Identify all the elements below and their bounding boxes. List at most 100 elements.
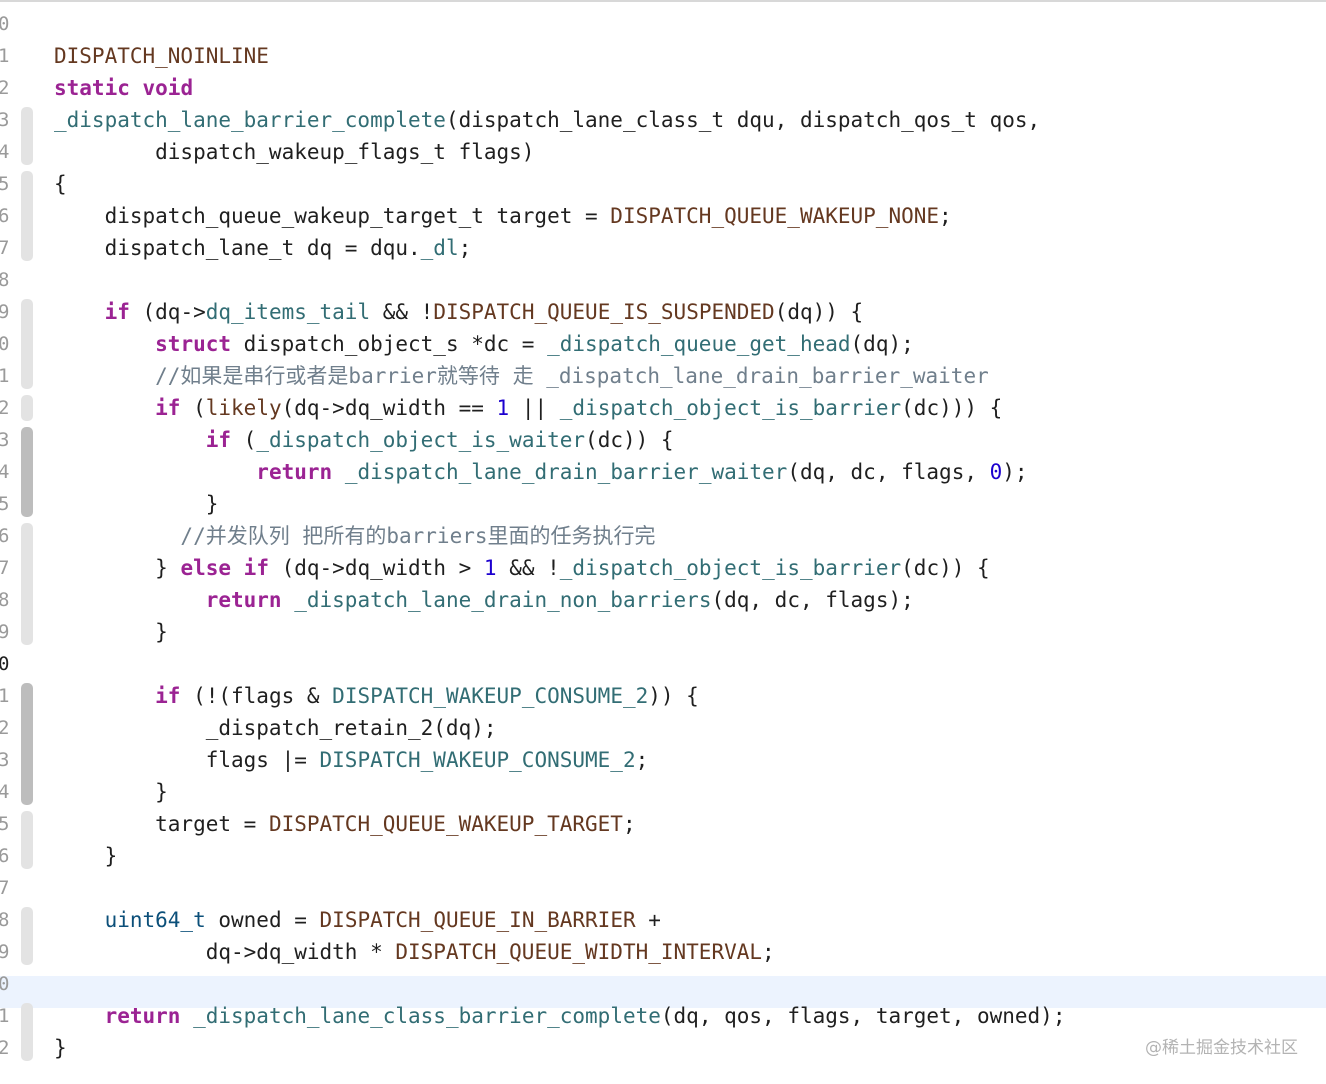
code-token: //如果是串行或者是barrier就等待 走 _dispatch_lane_dr… [54, 364, 989, 388]
line-number[interactable]: 0 [0, 13, 10, 35]
change-bar[interactable] [21, 395, 33, 421]
code-line[interactable] [54, 648, 1326, 680]
code-line[interactable]: dispatch_lane_t dq = dqu._dl; [54, 232, 1326, 264]
line-number[interactable]: 9 [0, 621, 10, 643]
line-number[interactable]: 9 [0, 941, 10, 963]
code-token: return [256, 460, 333, 484]
change-bar[interactable] [21, 1003, 33, 1061]
line-number[interactable]: 5 [0, 813, 10, 835]
line-number-gutter[interactable]: 0 1 2 3 4 5 6 7 8 9 0 1 2 3 4 5 6 7 8 9 0 1 2 3 4 5 6 7 8 9 0 1 2 [0, 0, 40, 1084]
code-line[interactable]: target = DISPATCH_QUEUE_WAKEUP_TARGET; [54, 808, 1326, 840]
line-number[interactable]: 2 [0, 397, 10, 419]
change-bar[interactable] [21, 107, 33, 165]
code-line[interactable]: dq->dq_width * DISPATCH_QUEUE_WIDTH_INTE… [54, 936, 1326, 968]
line-number[interactable]: 7 [0, 877, 10, 899]
code-line[interactable]: if (dq->dq_items_tail && !DISPATCH_QUEUE… [54, 296, 1326, 328]
code-token: _dispatch_lane_barrier_complete [54, 108, 446, 132]
code-line[interactable]: return _dispatch_lane_class_barrier_comp… [54, 1000, 1326, 1032]
line-number[interactable]: 4 [0, 781, 10, 803]
line-number[interactable]: 0 [0, 653, 10, 675]
change-bar[interactable] [21, 683, 33, 805]
line-number[interactable]: 3 [0, 749, 10, 771]
line-number[interactable]: 1 [0, 685, 10, 707]
line-number[interactable]: 7 [0, 237, 10, 259]
change-bar[interactable] [21, 811, 33, 869]
line-number[interactable]: 4 [0, 141, 10, 163]
code-line[interactable]: if (!(flags & DISPATCH_WAKEUP_CONSUME_2)… [54, 680, 1326, 712]
code-token: (!(flags & [180, 684, 333, 708]
code-token: if [155, 396, 181, 420]
code-token: && ! [370, 300, 434, 324]
code-token: (dq); [850, 332, 914, 356]
code-line[interactable]: } [54, 488, 1326, 520]
line-number[interactable]: 6 [0, 845, 10, 867]
change-bar[interactable] [21, 907, 33, 965]
line-number[interactable]: 2 [0, 1037, 10, 1059]
code-token: _dispatch_object_is_barrier [559, 396, 902, 420]
code-token: } [54, 1036, 67, 1060]
code-token: )) { [648, 684, 699, 708]
change-bar[interactable] [21, 299, 33, 389]
code-token: } [54, 844, 118, 868]
line-number[interactable]: 8 [0, 909, 10, 931]
code-line[interactable]: DISPATCH_NOINLINE [54, 40, 1326, 72]
code-line[interactable]: _dispatch_retain_2(dq); [54, 712, 1326, 744]
code-line[interactable] [54, 264, 1326, 296]
code-line[interactable]: } [54, 1032, 1326, 1064]
line-number[interactable]: 1 [0, 1005, 10, 1027]
code-token [130, 76, 143, 100]
code-line[interactable]: if (likely(dq->dq_width == 1 || _dispatc… [54, 392, 1326, 424]
code-line[interactable]: { [54, 168, 1326, 200]
line-number[interactable]: 0 [0, 973, 10, 995]
change-bar[interactable] [21, 523, 33, 645]
line-number[interactable]: 6 [0, 525, 10, 547]
line-number[interactable]: 1 [0, 45, 10, 67]
code-line[interactable]: dispatch_queue_wakeup_target_t target = … [54, 200, 1326, 232]
line-number[interactable]: 2 [0, 717, 10, 739]
line-number[interactable]: 1 [0, 365, 10, 387]
code-token: DISPATCH_WAKEUP_CONSUME_2 [319, 748, 636, 772]
code-line[interactable]: } else if (dq->dq_width > 1 && !_dispatc… [54, 552, 1326, 584]
code-line[interactable]: struct dispatch_object_s *dc = _dispatch… [54, 328, 1326, 360]
code-line[interactable]: dispatch_wakeup_flags_t flags) [54, 136, 1326, 168]
code-line[interactable]: //并发队列 把所有的barriers里面的任务执行完 [54, 520, 1326, 552]
line-number[interactable]: 3 [0, 109, 10, 131]
code-line[interactable]: uint64_t owned = DISPATCH_QUEUE_IN_BARRI… [54, 904, 1326, 936]
code-token: 0 [989, 460, 1003, 484]
line-number[interactable]: 3 [0, 429, 10, 451]
line-number[interactable]: 0 [0, 333, 10, 355]
code-line[interactable]: } [54, 840, 1326, 872]
code-line[interactable]: _dispatch_lane_barrier_complete(dispatch… [54, 104, 1326, 136]
code-line[interactable]: } [54, 616, 1326, 648]
line-number[interactable]: 9 [0, 301, 10, 323]
code-line[interactable]: if (_dispatch_object_is_waiter(dc)) { [54, 424, 1326, 456]
code-token: void [142, 76, 194, 100]
code-line[interactable]: flags |= DISPATCH_WAKEUP_CONSUME_2; [54, 744, 1326, 776]
line-number[interactable]: 5 [0, 173, 10, 195]
line-number[interactable]: 7 [0, 557, 10, 579]
code-line[interactable]: return _dispatch_lane_drain_barrier_wait… [54, 456, 1326, 488]
code-line[interactable] [54, 8, 1326, 40]
code-line[interactable] [54, 968, 1326, 1000]
line-number[interactable]: 4 [0, 461, 10, 483]
code-line[interactable]: return _dispatch_lane_drain_non_barriers… [54, 584, 1326, 616]
line-number[interactable]: 8 [0, 589, 10, 611]
code-line[interactable] [54, 872, 1326, 904]
code-line[interactable]: static void [54, 72, 1326, 104]
code-token: ; [635, 748, 649, 772]
line-number[interactable]: 6 [0, 205, 10, 227]
code-token: _dl [420, 236, 459, 260]
code-line[interactable]: //如果是串行或者是barrier就等待 走 _dispatch_lane_dr… [54, 360, 1326, 392]
code-line[interactable]: } [54, 776, 1326, 808]
editor-top-border [0, 0, 1326, 2]
code-token: ; [622, 812, 636, 836]
line-number[interactable]: 5 [0, 493, 10, 515]
change-bar[interactable] [21, 427, 33, 517]
line-number[interactable]: 8 [0, 269, 10, 291]
code-token: (dq->dq_width == [281, 396, 497, 420]
line-number[interactable]: 2 [0, 77, 10, 99]
change-bar[interactable] [21, 171, 33, 261]
code-token [282, 588, 295, 612]
code-token: static [54, 76, 130, 100]
